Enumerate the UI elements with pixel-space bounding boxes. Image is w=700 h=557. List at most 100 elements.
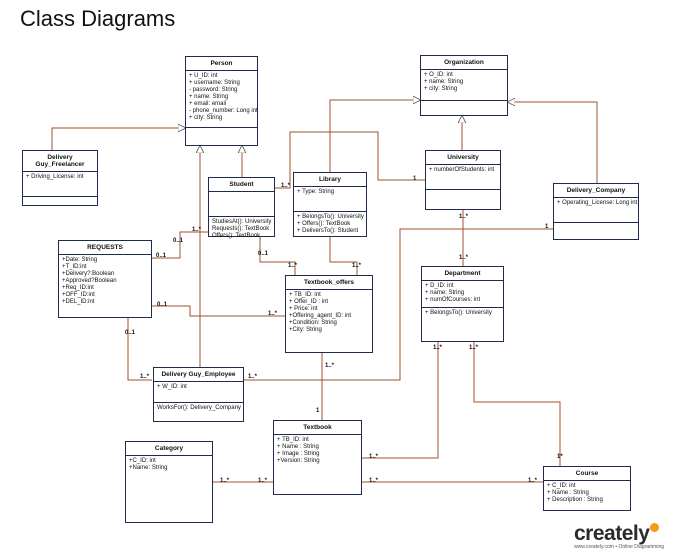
attribute: +DEL_ID:int [62, 299, 95, 305]
class-person-attributes: + U_ID: int + username: String - passwor… [186, 71, 258, 127]
attribute: + C_ID: int [547, 483, 576, 489]
class-employee-attributes: + W_ID: int [154, 382, 243, 402]
multiplicity-label: 1..* [369, 478, 379, 484]
attribute: +Condition: String [289, 320, 337, 326]
attribute: + Type: String [297, 189, 335, 195]
attribute: +Req_ID:int [62, 285, 94, 291]
requests-offers-association [150, 305, 290, 317]
attribute: +Date: String [62, 257, 98, 263]
attribute: + Offer_ID : int [289, 299, 329, 305]
multiplicity-label: 1..* [248, 374, 258, 380]
multiplicity-label: 1..* [459, 255, 469, 261]
attribute: + name: String [424, 79, 464, 85]
requests-employee-association [127, 318, 152, 381]
logo-dot-icon [650, 523, 660, 532]
class-textbook-offers[interactable]: Textbook_offers + TB_ID: int + Offer_ID … [285, 275, 373, 353]
class-person[interactable]: Person + U_ID: int + username: String - … [185, 56, 258, 146]
method: WorksFor(): Delivery_Company [157, 405, 241, 411]
attribute: +C_ID: int [129, 458, 156, 464]
class-delivery-company[interactable]: Delivery_Company + Operating_License: Lo… [553, 183, 639, 240]
page-title: Class Diagrams [20, 6, 176, 31]
multiplicity-label: 1..* [220, 478, 230, 484]
class-department-methods: + BelongsTo(): University [422, 307, 503, 319]
multiplicity-label: 0..1 [157, 302, 168, 308]
class-organization-attributes: + O_ID: int + name: String + city: Strin… [421, 70, 507, 100]
multiplicity-label: 1..* [281, 183, 291, 189]
class-organization-name: Organization [421, 56, 507, 70]
multiplicity-label: 1..* [369, 454, 379, 460]
class-department-name: Department [422, 267, 503, 281]
class-department-attributes: + D_ID: int + name: String + numOfCourse… [422, 281, 503, 307]
class-textbook-name: Textbook [274, 421, 361, 435]
class-freelancer-name: Delivery Guy_Freelancer [23, 151, 97, 172]
attribute: - password: String [189, 87, 238, 93]
class-requests-name: REQUESTS [59, 241, 151, 255]
class-university-name: University [426, 151, 500, 165]
attribute: + W_ID: int [157, 384, 187, 390]
class-course-name: Course [544, 467, 630, 481]
class-textbook[interactable]: Textbook + TB_ID: int + Name : String + … [273, 420, 362, 495]
class-person-methods [186, 127, 257, 132]
attribute: + Image : String [277, 451, 320, 457]
class-course[interactable]: Course + C_ID: int + Name : String + Des… [543, 466, 631, 511]
class-student[interactable]: Student StudiesAt(): University Requests… [208, 177, 275, 239]
class-university[interactable]: University + numberOfStudents: int [425, 150, 501, 210]
class-organization[interactable]: Organization + O_ID: int + name: String … [420, 55, 508, 116]
class-student-methods: StudiesAt(): University Requests(): Text… [209, 216, 274, 242]
class-freelancer-methods [23, 196, 97, 201]
logo-tagline: www.creately.com • Online Diagramming [574, 544, 665, 550]
multiplicity-label: 1..* [459, 214, 469, 220]
multiplicity-label: 1..* [469, 345, 479, 351]
multiplicity-label: 1..* [258, 478, 268, 484]
library-organization-generalization [329, 100, 420, 172]
freelancer-person-generalization [51, 128, 185, 150]
attribute: + Name : String [277, 444, 319, 450]
multiplicity-label: 1 [316, 408, 320, 414]
class-employee-methods: WorksFor(): Delivery_Company [154, 402, 243, 414]
attribute: + name: String [425, 290, 465, 296]
multiplicity-label: 0..1 [173, 238, 184, 244]
class-requests[interactable]: REQUESTS +Date: String +T_ID:int +Delive… [58, 240, 152, 318]
class-category-attributes: +C_ID: int +Name: String [126, 456, 212, 474]
dept-textbook-association [362, 342, 439, 459]
class-textbook-offers-attributes: + TB_ID: int + Offer_ID : int + Price: i… [286, 290, 372, 336]
logo-wordmark: creately [574, 522, 694, 546]
multiplicity-label: 1..* [352, 263, 362, 269]
class-category[interactable]: Category +C_ID: int +Name: String [125, 441, 213, 523]
attribute: + TB_ID: int [277, 437, 309, 443]
attribute: + TB_ID: int [289, 292, 321, 298]
multiplicity-label: 0..1 [156, 253, 167, 259]
multiplicity-label: 1..* [528, 478, 538, 484]
class-category-name: Category [126, 442, 212, 456]
attribute: + numberOfStudents: int [429, 167, 495, 173]
class-library-methods: + BelongsTo(): University + Offers(): Te… [294, 211, 366, 237]
class-delivery-guy-freelancer[interactable]: Delivery Guy_Freelancer + Driving_Licens… [22, 150, 98, 206]
method: Requests(): TextBook [212, 226, 270, 232]
multiplicity-label: 1* [557, 454, 563, 460]
multiplicity-label: 1..* [288, 263, 298, 269]
multiplicity-label: 1..* [192, 227, 202, 233]
method: + BelongsTo(): University [425, 310, 492, 316]
class-department[interactable]: Department + D_ID: int + name: String + … [421, 266, 504, 342]
attribute: + city: String [189, 115, 223, 121]
class-library[interactable]: Library + Type: String + BelongsTo(): Un… [293, 172, 367, 237]
attribute: +City: String [289, 327, 322, 333]
method: StudiesAt(): University [212, 219, 272, 225]
class-delivery-guy-employee[interactable]: Delivery Guy_Employee + W_ID: int WorksF… [153, 367, 244, 422]
multiplicity-label: 1..* [140, 374, 150, 380]
attribute: - phone_number: Long int [189, 108, 258, 114]
attribute: +Version: String [277, 458, 320, 464]
student-offers-association [259, 237, 296, 275]
company-organization-generalization [508, 102, 598, 183]
class-delivery-company-name: Delivery_Company [554, 184, 638, 198]
method: + Offers(): TextBook [297, 221, 351, 227]
class-course-attributes: + C_ID: int + Name : String + Descriptio… [544, 481, 630, 506]
requests-student-association [152, 231, 208, 259]
class-organization-methods [421, 100, 507, 105]
class-student-attributes [209, 192, 274, 216]
class-requests-attributes: +Date: String +T_ID:int +Delivery?:Boole… [59, 255, 151, 308]
class-delivery-company-methods [554, 222, 638, 227]
dept-course-association [473, 342, 561, 466]
method: Offers(): TextBook [212, 233, 261, 239]
